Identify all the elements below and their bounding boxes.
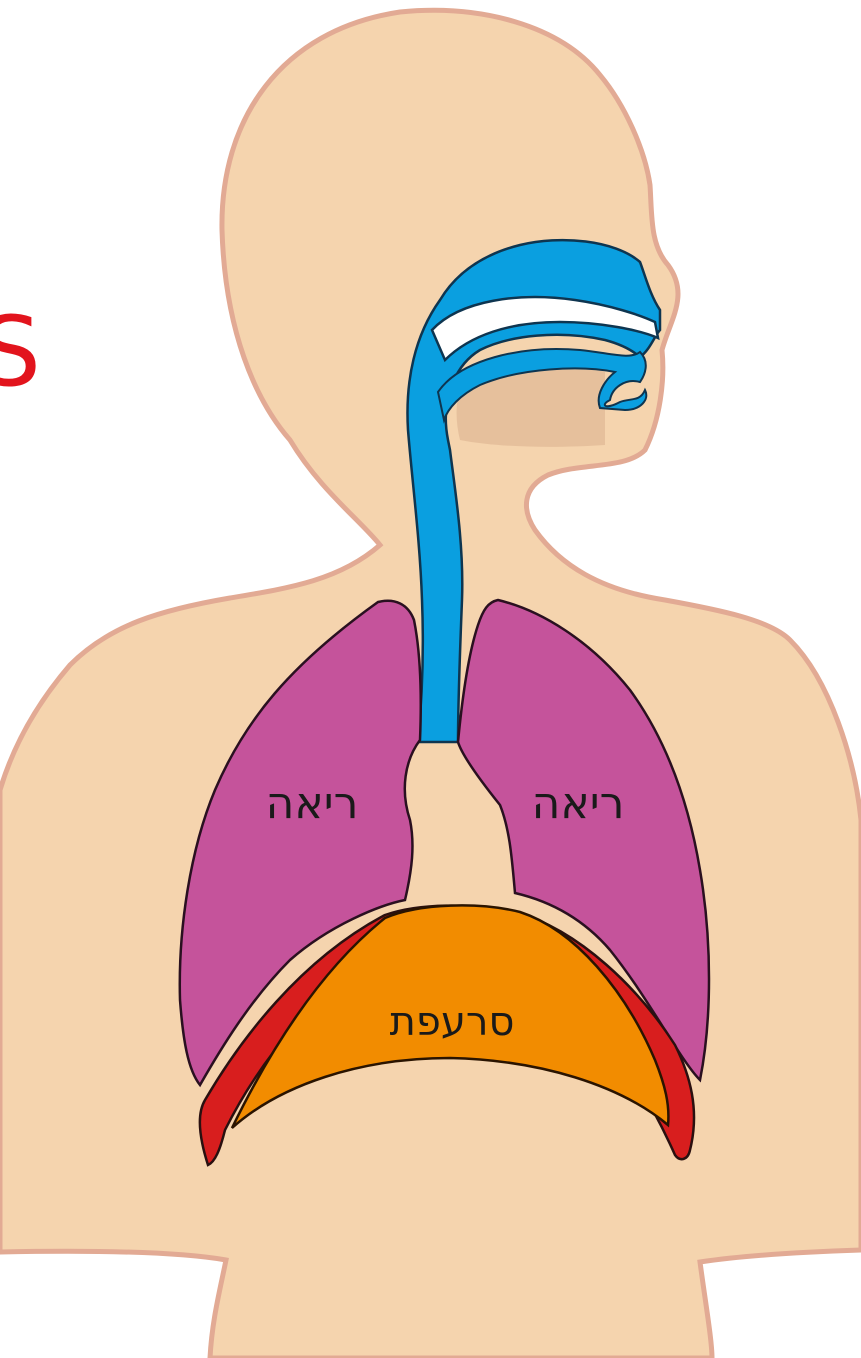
left-lung-label: ריאה bbox=[266, 778, 359, 829]
cropped-title-text: S bbox=[0, 296, 41, 408]
right-lung-label: ריאה bbox=[532, 778, 625, 829]
diaphragm-label: סרעפת bbox=[390, 999, 515, 1045]
